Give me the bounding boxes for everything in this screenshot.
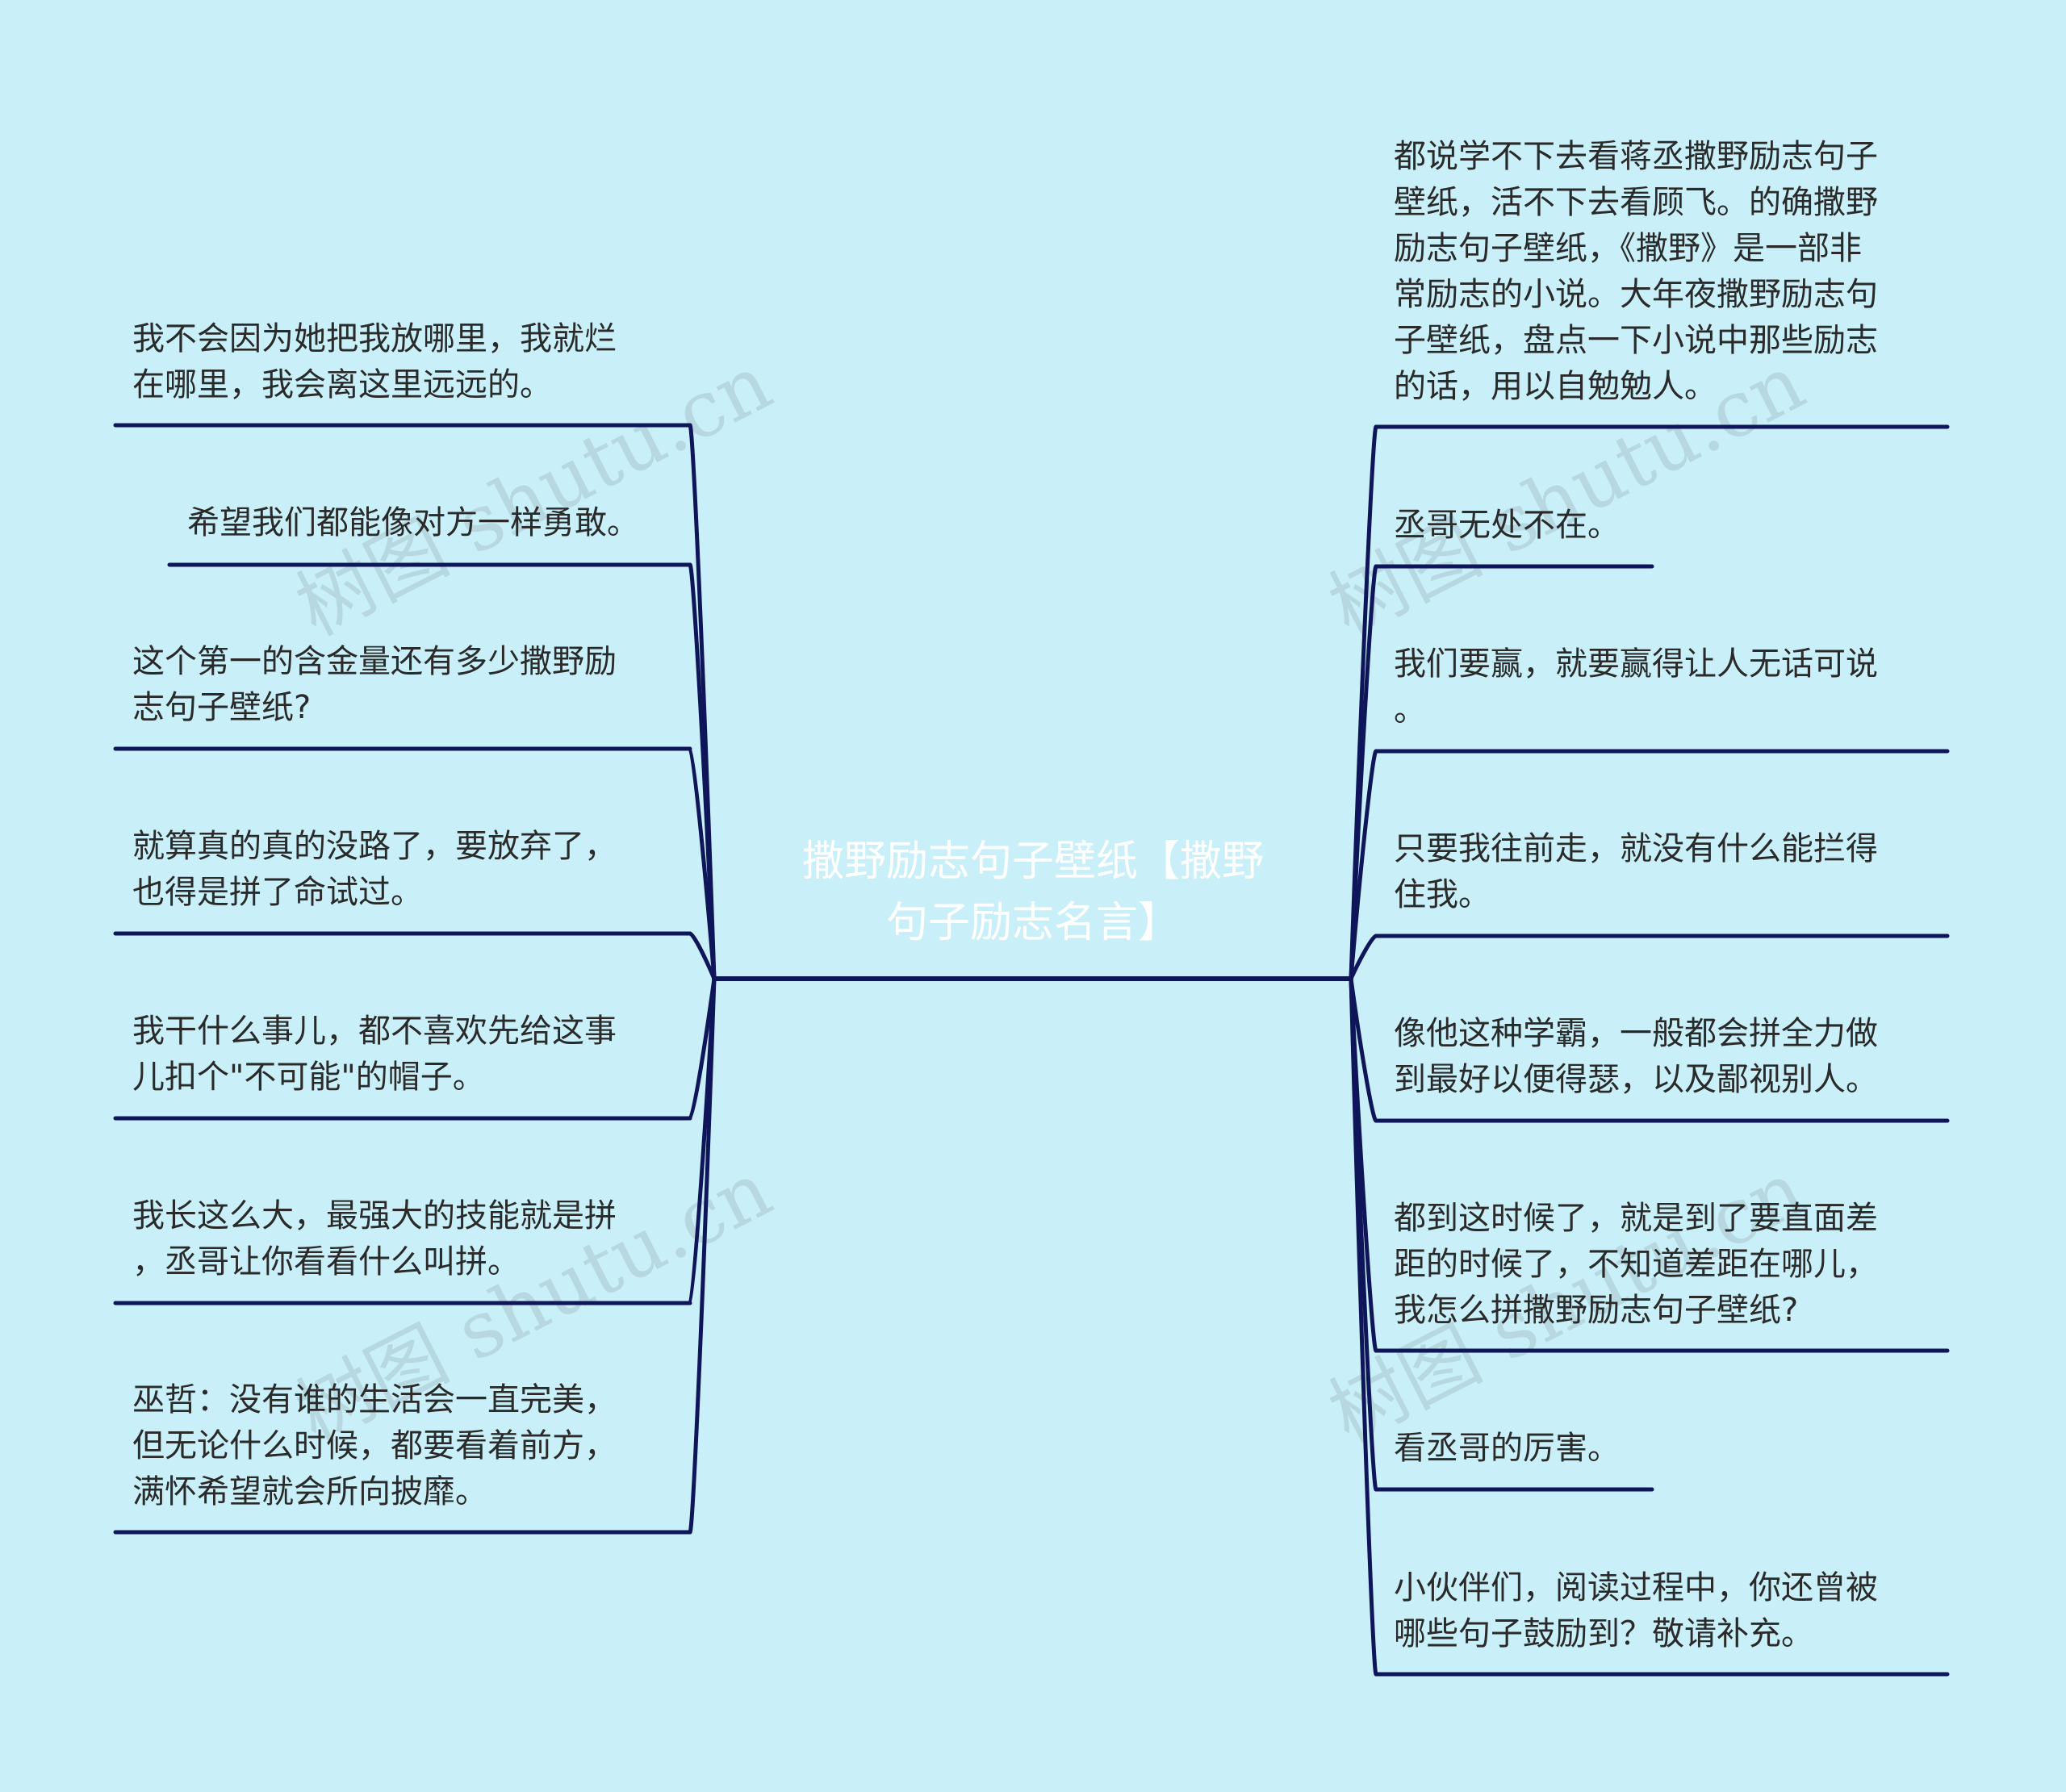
right-node-2[interactable]: 丞哥无处不在。: [1394, 507, 1620, 544]
left-node-1[interactable]: 我不会因为她把我放哪里，我就烂 在哪里，我会离这里远远的。: [132, 320, 617, 403]
left-node-6[interactable]: 我长这么大，最强大的技能就是拼 ，丞哥让你看看什么叫拼。: [132, 1197, 617, 1280]
left-connector-7: [688, 976, 717, 1535]
right-node-4[interactable]: 只要我往前走，就没有什么能拦得 住我。: [1394, 830, 1878, 913]
right-connector-8: [1349, 976, 1378, 1677]
right-node-1[interactable]: 都说学不下去看蒋丞撒野励志句子 壁纸，活不下去看顾飞。的确撒野 励志句子壁纸，《…: [1394, 138, 1878, 405]
right-connector-2: [1349, 564, 1378, 981]
right-node-5[interactable]: 像他这种学霸，一般都会拼全力做 到最好以便得瑟，以及鄙视别人。: [1394, 1015, 1878, 1098]
left-connector-3: [688, 746, 717, 981]
right-connector-4: [1349, 934, 1378, 981]
center-topic[interactable]: 撒野励志句子壁纸【撒野 句子励志名言】: [801, 838, 1264, 947]
left-connector-4: [688, 931, 717, 981]
left-node-4[interactable]: 就算真的真的没路了，要放弃了， 也得是拼了命试过。: [132, 828, 617, 911]
right-node-8[interactable]: 小伙伴们，阅读过程中，你还曾被 哪些句子鼓励到？敬请补充。: [1394, 1569, 1878, 1652]
left-connector-5: [688, 976, 717, 1121]
left-connector-2: [688, 562, 717, 981]
right-connector-5: [1349, 976, 1378, 1123]
right-connector-3: [1349, 749, 1378, 981]
left-node-3[interactable]: 这个第一的含金量还有多少撒野励 志句子壁纸?: [132, 643, 617, 726]
right-node-6[interactable]: 都到这时候了，就是到了要直面差 距的时候了，不知道差距在哪儿， 我怎么拼撒野励志…: [1394, 1200, 1878, 1329]
right-node-3[interactable]: 我们要赢，就要赢得让人无话可说 。: [1394, 645, 1878, 729]
left-node-2[interactable]: 希望我们都能像对方一样勇敢。: [187, 504, 639, 541]
left-node-5[interactable]: 我干什么事儿，都不喜欢先给这事 儿扣个"不可能"的帽子。: [132, 1013, 617, 1096]
right-node-7[interactable]: 看丞哥的厉害。: [1394, 1430, 1620, 1467]
left-node-7[interactable]: 巫哲：没有谁的生活会一直完美， 但无论什么时候，都要看着前方， 满怀希望就会所向…: [132, 1381, 617, 1510]
